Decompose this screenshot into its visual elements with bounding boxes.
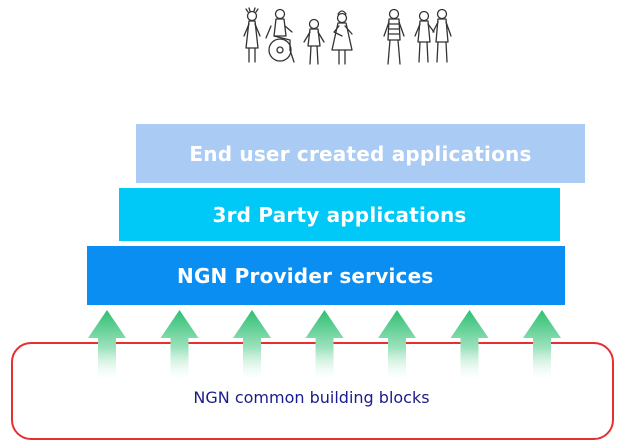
up-arrow-icon xyxy=(305,310,344,380)
upward-arrows-group xyxy=(88,310,561,380)
person-figure xyxy=(383,8,405,65)
up-arrow-icon xyxy=(233,310,271,380)
person-figure xyxy=(331,10,353,65)
end-user-applications-label: End user created applications xyxy=(189,141,532,166)
end-user-applications-layer: End user created applications xyxy=(136,124,585,183)
people-illustration xyxy=(243,7,452,65)
third-party-applications-layer: 3rd Party applications xyxy=(119,188,560,241)
person-figure xyxy=(303,18,325,65)
wheelchair-user-figure xyxy=(265,8,295,63)
person-figure xyxy=(243,7,261,63)
third-party-applications-label: 3rd Party applications xyxy=(212,202,467,227)
common-building-blocks-label: NGN common building blocks xyxy=(193,388,430,407)
ngn-provider-services-label: NGN Provider services xyxy=(177,263,434,288)
ngn-provider-services-layer: NGN Provider services xyxy=(87,246,565,305)
couple-figure xyxy=(414,8,452,63)
up-arrow-icon xyxy=(523,310,561,380)
up-arrow-icon xyxy=(378,310,416,380)
up-arrow-icon xyxy=(160,310,199,380)
up-arrow-icon xyxy=(88,310,126,380)
up-arrow-icon xyxy=(450,310,489,380)
